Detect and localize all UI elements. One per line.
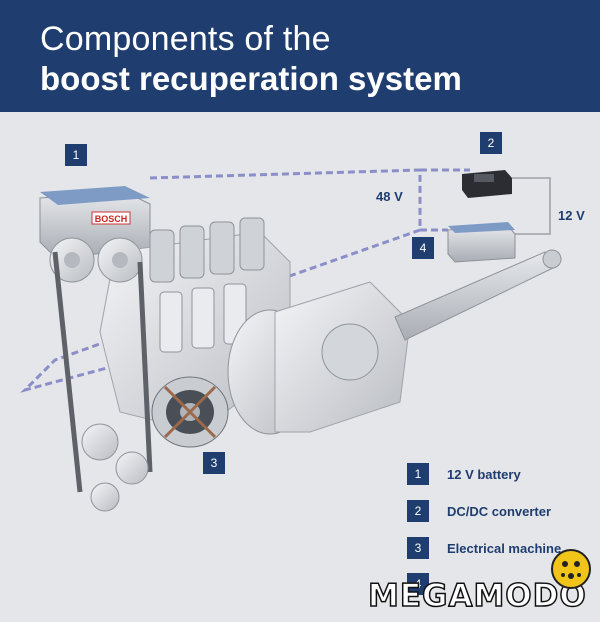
legend-label: DC/DC converter	[447, 503, 552, 519]
callout-3: 3	[203, 452, 225, 474]
legend-number: 2	[407, 500, 429, 522]
voltage-label-48v: 48 V	[376, 189, 403, 204]
legend-item-2: 2 DC/DC converter	[407, 499, 551, 523]
legend-item-3: 3 Electrical machine	[407, 536, 561, 560]
voltage-label-12v: 12 V	[558, 208, 585, 223]
callout-4: 4	[412, 237, 434, 259]
smiley-logo-icon	[551, 549, 591, 589]
title-line-2: boost recuperation system	[40, 60, 462, 97]
watermark-logo: MEGAMODO	[367, 577, 587, 615]
header-banner: Components of the boost recuperation sys…	[0, 0, 600, 112]
powertrain-illustration: BOSCH	[19, 168, 562, 512]
title-line-1: Components of the	[40, 20, 331, 58]
transmission	[227, 281, 411, 435]
legend-number: 3	[407, 537, 429, 559]
electrical-machine	[151, 376, 229, 448]
legend-label: 12 V battery	[447, 466, 521, 482]
callout-2: 2	[480, 132, 502, 154]
legend-item-1: 1 12 V battery	[407, 462, 521, 486]
battery-brand: BOSCH	[95, 214, 128, 224]
drive-shaft	[394, 249, 562, 341]
illustration: BOSCH	[0, 112, 600, 617]
wiring-48v	[19, 168, 470, 393]
legend-label: Electrical machine	[447, 540, 562, 556]
dcdc-converter	[462, 170, 512, 198]
legend-number: 1	[407, 463, 429, 485]
legend-item-4: 4	[407, 572, 447, 596]
wiring-12v	[512, 177, 551, 235]
legend-number: 4	[407, 573, 429, 595]
battery-48v	[447, 222, 516, 263]
callout-1: 1	[65, 144, 87, 166]
